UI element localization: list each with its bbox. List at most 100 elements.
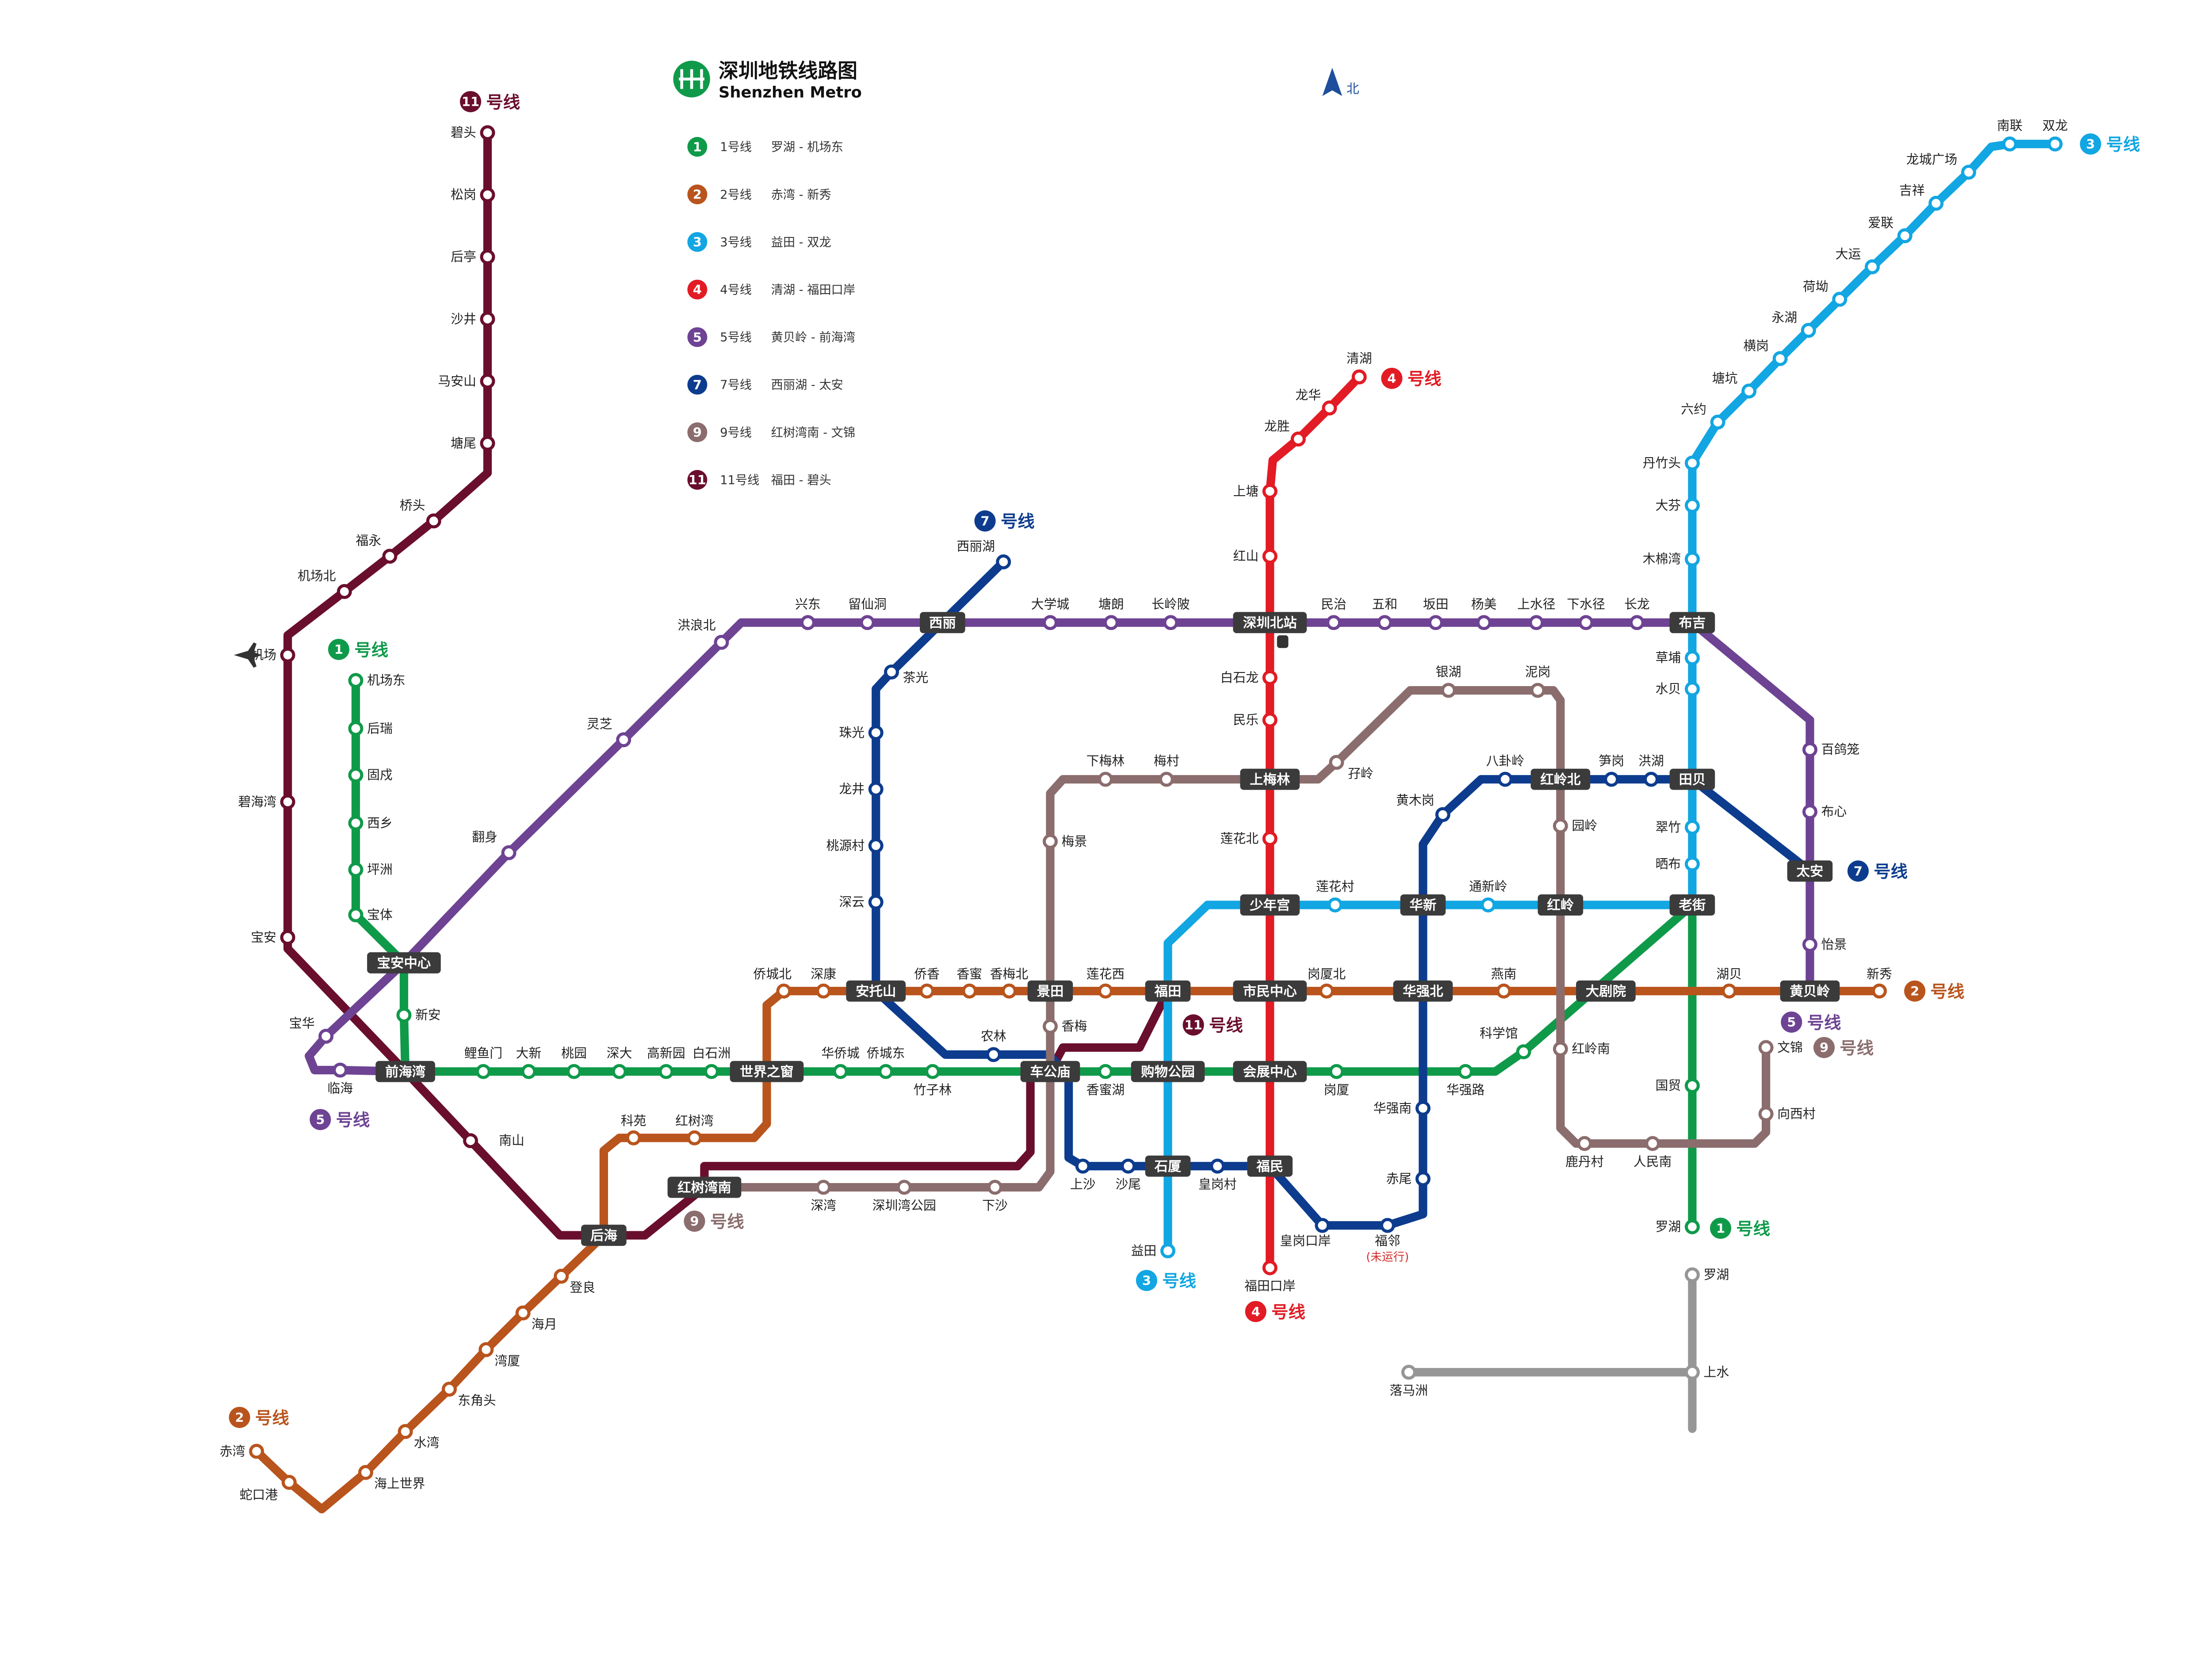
interchange-box[interactable] <box>367 952 441 974</box>
station-marker[interactable] <box>1684 1267 1700 1283</box>
interchange-i25[interactable]: 石厦 <box>1145 1155 1191 1177</box>
interchange-box[interactable] <box>581 1225 627 1246</box>
interchange-box[interactable] <box>730 1061 804 1082</box>
station-g16[interactable]: 八卦岭 <box>1486 753 1525 787</box>
station-marker[interactable] <box>878 1064 894 1079</box>
station-b11[interactable]: 深大 <box>607 1046 632 1079</box>
station-a7[interactable]: 桥头 <box>400 498 441 529</box>
interchange-i9[interactable]: 布吉 <box>1669 612 1715 634</box>
station-marker[interactable] <box>714 635 729 650</box>
station-e4[interactable]: 白石龙 <box>1220 670 1278 685</box>
station-g18[interactable]: 洪湖 <box>1638 753 1664 787</box>
station-marker[interactable] <box>348 862 363 877</box>
station-h10[interactable]: 泥岗 <box>1525 664 1551 698</box>
station-h11[interactable]: 园岭 <box>1553 818 1597 833</box>
station-h3[interactable]: 下沙 <box>982 1180 1008 1213</box>
station-marker[interactable] <box>1578 615 1594 630</box>
station-b14[interactable]: 华侨城 <box>821 1046 860 1079</box>
station-marker[interactable] <box>442 1382 457 1397</box>
station-f11[interactable]: 民治 <box>1321 596 1346 630</box>
station-marker[interactable] <box>1428 615 1443 630</box>
station-marker[interactable] <box>554 1268 569 1284</box>
station-marker[interactable] <box>616 732 631 748</box>
station-a1[interactable]: 碧头 <box>451 125 495 141</box>
station-f12[interactable]: 五和 <box>1372 596 1398 630</box>
station-c5[interactable]: 东角头 <box>442 1382 496 1408</box>
station-marker[interactable] <box>337 584 352 599</box>
station-marker[interactable] <box>1721 983 1737 999</box>
station-g7[interactable]: 农林 <box>981 1028 1006 1062</box>
station-d5[interactable]: 翠竹 <box>1656 820 1700 835</box>
station-marker[interactable] <box>1329 755 1344 770</box>
interchange-i1[interactable]: 宝安中心 <box>367 952 441 974</box>
station-d10[interactable]: 丹竹头 <box>1643 455 1700 471</box>
station-marker[interactable] <box>868 725 884 741</box>
station-c12[interactable]: 深康 <box>811 966 836 999</box>
station-a5[interactable]: 马安山 <box>438 374 495 389</box>
station-a12[interactable]: 宝安 <box>251 930 295 945</box>
station-marker[interactable] <box>1351 369 1367 385</box>
interchange-box[interactable] <box>1240 768 1300 790</box>
interchange-i17[interactable]: 太安 <box>1787 860 1833 882</box>
interchange-i10[interactable]: 上梅林 <box>1240 768 1300 790</box>
station-d14[interactable]: 永湖 <box>1771 310 1816 338</box>
station-c7[interactable]: 海月 <box>515 1305 557 1332</box>
interchange-i16[interactable]: 田贝 <box>1669 768 1715 790</box>
interchange-box[interactable] <box>846 980 906 1002</box>
station-marker[interactable] <box>318 1028 334 1044</box>
station-marker[interactable] <box>1684 551 1700 567</box>
station-marker[interactable] <box>1897 228 1913 244</box>
station-marker[interactable] <box>1710 414 1725 430</box>
station-marker[interactable] <box>868 782 884 797</box>
station-marker[interactable] <box>1377 615 1392 630</box>
station-g4[interactable]: 龙井 <box>839 782 884 797</box>
station-c17[interactable]: 岗厦北 <box>1308 966 1346 999</box>
station-a4[interactable]: 沙井 <box>451 311 495 327</box>
station-e1[interactable]: 福田口岸 <box>1244 1260 1295 1294</box>
station-a13[interactable]: 南山 <box>463 1133 524 1149</box>
station-a3[interactable]: 后亭 <box>451 249 495 265</box>
station-marker[interactable] <box>1121 1158 1136 1174</box>
station-b4[interactable]: 西乡 <box>348 815 393 831</box>
station-marker[interactable] <box>884 664 899 680</box>
station-marker[interactable] <box>1645 1136 1660 1151</box>
station-marker[interactable] <box>1262 1260 1278 1275</box>
interchange-box[interactable] <box>1240 894 1300 916</box>
station-marker[interactable] <box>1772 351 1788 367</box>
interchange-box[interactable] <box>920 612 965 634</box>
station-a6[interactable]: 塘尾 <box>451 435 495 451</box>
interchange-box[interactable] <box>1780 980 1840 1002</box>
station-a2[interactable]: 松岗 <box>451 187 495 202</box>
interchange-box[interactable] <box>1233 612 1307 634</box>
station-marker[interactable] <box>333 1062 348 1078</box>
interchange-box[interactable] <box>1669 768 1715 790</box>
station-marker[interactable] <box>566 1064 582 1079</box>
station-marker[interactable] <box>1401 1364 1416 1380</box>
interchange-box[interactable] <box>1393 980 1453 1002</box>
station-f10[interactable]: 长岭陂 <box>1151 596 1190 630</box>
station-b2[interactable]: 后瑞 <box>348 721 393 736</box>
station-marker[interactable] <box>1098 983 1113 999</box>
station-marker[interactable] <box>382 549 398 564</box>
interchange-i14[interactable]: 老街 <box>1669 894 1715 916</box>
station-marker[interactable] <box>1002 983 1017 999</box>
interchange-i11[interactable]: 少年宫 <box>1240 894 1300 916</box>
station-b19[interactable]: 华强路 <box>1446 1064 1485 1097</box>
interchange-i4[interactable]: 车公庙 <box>1020 1061 1080 1082</box>
station-f16[interactable]: 下水径 <box>1567 596 1605 630</box>
station-marker[interactable] <box>1435 807 1450 822</box>
station-marker[interactable] <box>1262 670 1278 685</box>
station-d11[interactable]: 六约 <box>1681 402 1725 430</box>
station-d18[interactable]: 吉祥 <box>1899 183 1944 211</box>
station-marker[interactable] <box>280 794 295 809</box>
station-marker[interactable] <box>515 1305 531 1321</box>
station-marker[interactable] <box>2047 136 2063 152</box>
interchange-i12[interactable]: 华新 <box>1400 894 1446 916</box>
station-marker[interactable] <box>1160 1243 1176 1259</box>
station-marker[interactable] <box>704 1064 719 1079</box>
station-f5[interactable]: 洪浪北 <box>677 618 729 650</box>
station-d17[interactable]: 爱联 <box>1868 215 1913 244</box>
station-marker[interactable] <box>1043 1019 1058 1034</box>
station-h1[interactable]: 深湾 <box>811 1180 836 1213</box>
station-marker[interactable] <box>480 125 495 141</box>
